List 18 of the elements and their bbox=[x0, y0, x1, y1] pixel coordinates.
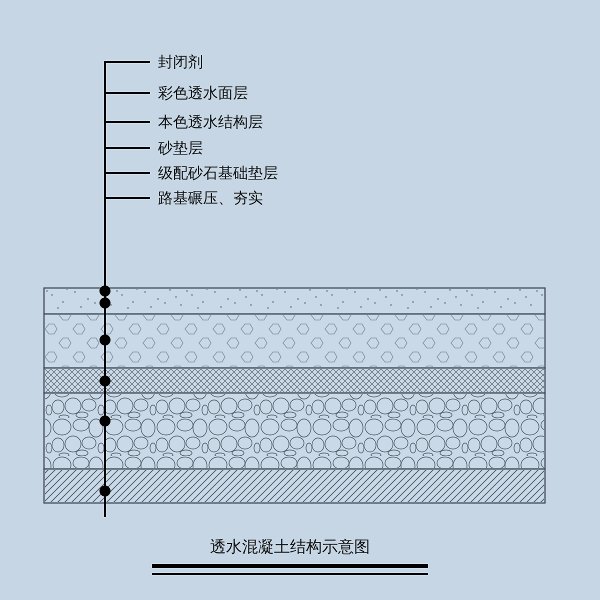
layer-label: 彩色透水面层 bbox=[158, 83, 248, 103]
leader-line bbox=[100, 197, 150, 496]
leader-line bbox=[100, 61, 150, 296]
layer-band bbox=[43, 367, 546, 394]
layer-label: 路基碾压、夯实 bbox=[158, 188, 263, 208]
layer-band bbox=[43, 468, 546, 504]
leader-line bbox=[100, 121, 150, 346]
layer-label: 级配砂石基础垫层 bbox=[158, 163, 278, 183]
layer-band bbox=[43, 313, 546, 369]
layer-band bbox=[43, 392, 546, 470]
layer-label: 砂垫层 bbox=[158, 138, 203, 158]
layer-label: 本色透水结构层 bbox=[158, 112, 263, 132]
layer-label: 封闭剂 bbox=[158, 52, 203, 72]
leader-line bbox=[100, 147, 150, 386]
caption: 透水混凝土结构示意图 bbox=[209, 537, 371, 557]
layer-band bbox=[43, 287, 546, 315]
leader-line bbox=[100, 172, 150, 426]
leader-line bbox=[100, 92, 150, 308]
